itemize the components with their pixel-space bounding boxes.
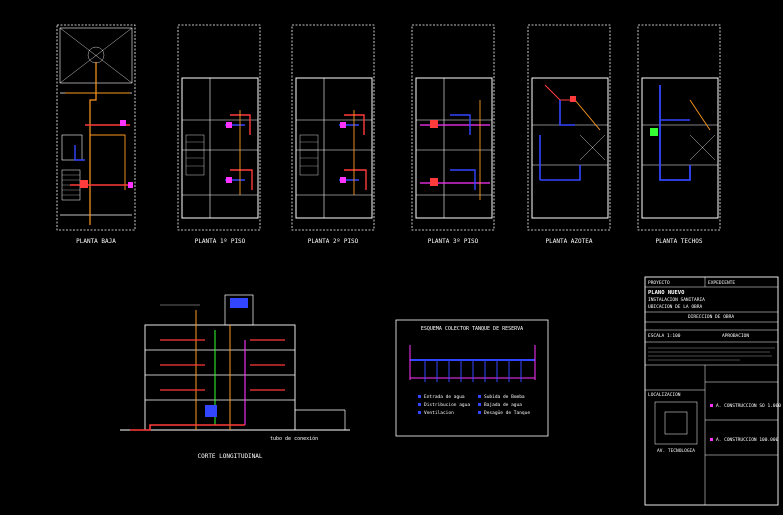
- section-label: CORTE LONGITUDINAL: [197, 453, 262, 460]
- plan-planta-azotea: PLANTA AZOTEA: [527, 24, 611, 245]
- legend-item-2: Distribucion agua: [424, 402, 470, 408]
- collector-title: ESQUEMA COLECTOR TANQUE DE RESERVA: [421, 326, 523, 332]
- tb-signature-1: A. CONSTRUCCION SO 1.000: [716, 403, 781, 409]
- plan-label-techos: PLANTA TECHOS: [656, 238, 703, 245]
- tb-site-label: AV. TECNOLOGIA: [657, 448, 695, 454]
- collector-diagram: ESQUEMA COLECTOR TANQUE DE RESERVA Entra…: [395, 319, 549, 437]
- plan-planta-2-piso: PLANTA 2º PISO: [291, 24, 375, 245]
- plan-label-3-piso: PLANTA 3º PISO: [428, 238, 479, 245]
- tb-approval: APROBACION: [722, 333, 749, 339]
- plan-label-2-piso: PLANTA 2º PISO: [308, 238, 359, 245]
- tb-address: UBICACION DE LA OBRA: [648, 304, 702, 310]
- tb-location-label: LOCALIZACION: [648, 392, 681, 398]
- plan-planta-1-piso: PLANTA 1º PISO: [177, 24, 261, 245]
- plan-label-azotea: PLANTA AZOTEA: [546, 238, 593, 245]
- title-block: PROYECTO EXPEDIENTE PLANO NUEVO INSTALAC…: [644, 276, 781, 506]
- plan-label-baja: PLANTA BAJA: [76, 238, 116, 245]
- plan-planta-techos: PLANTA TECHOS: [637, 24, 721, 245]
- legend-item-5: Bajada de agua: [484, 402, 522, 408]
- longitudinal-section: tubo de conexión CORTE LONGITUDINAL: [120, 294, 350, 460]
- legend-item-4: Subida de Bomba: [484, 394, 525, 400]
- plan-planta-baja: PLANTA BAJA: [56, 24, 136, 245]
- tb-section-heading: DIRECCION DE OBRA: [688, 314, 734, 320]
- tb-subtitle: INSTALACION SANITARIA: [648, 297, 705, 303]
- tb-top-left: PROYECTO: [648, 280, 670, 286]
- plan-planta-3-piso: PLANTA 3º PISO: [411, 24, 495, 245]
- tb-scale: ESCALA 1:100: [648, 333, 681, 339]
- tb-signature-2: A. CONSTRUCCION 100.000: [716, 437, 779, 443]
- tb-plan-title: PLANO NUEVO: [648, 290, 685, 296]
- legend-item-6: Desagüe de Tanque: [484, 410, 530, 416]
- legend-item-1: Entrada de agua: [424, 394, 465, 400]
- plan-label-1-piso: PLANTA 1º PISO: [195, 238, 246, 245]
- tb-top-right: EXPEDIENTE: [708, 280, 735, 286]
- section-note: tubo de conexión: [270, 435, 318, 442]
- legend-item-3: Ventilacion: [424, 410, 454, 416]
